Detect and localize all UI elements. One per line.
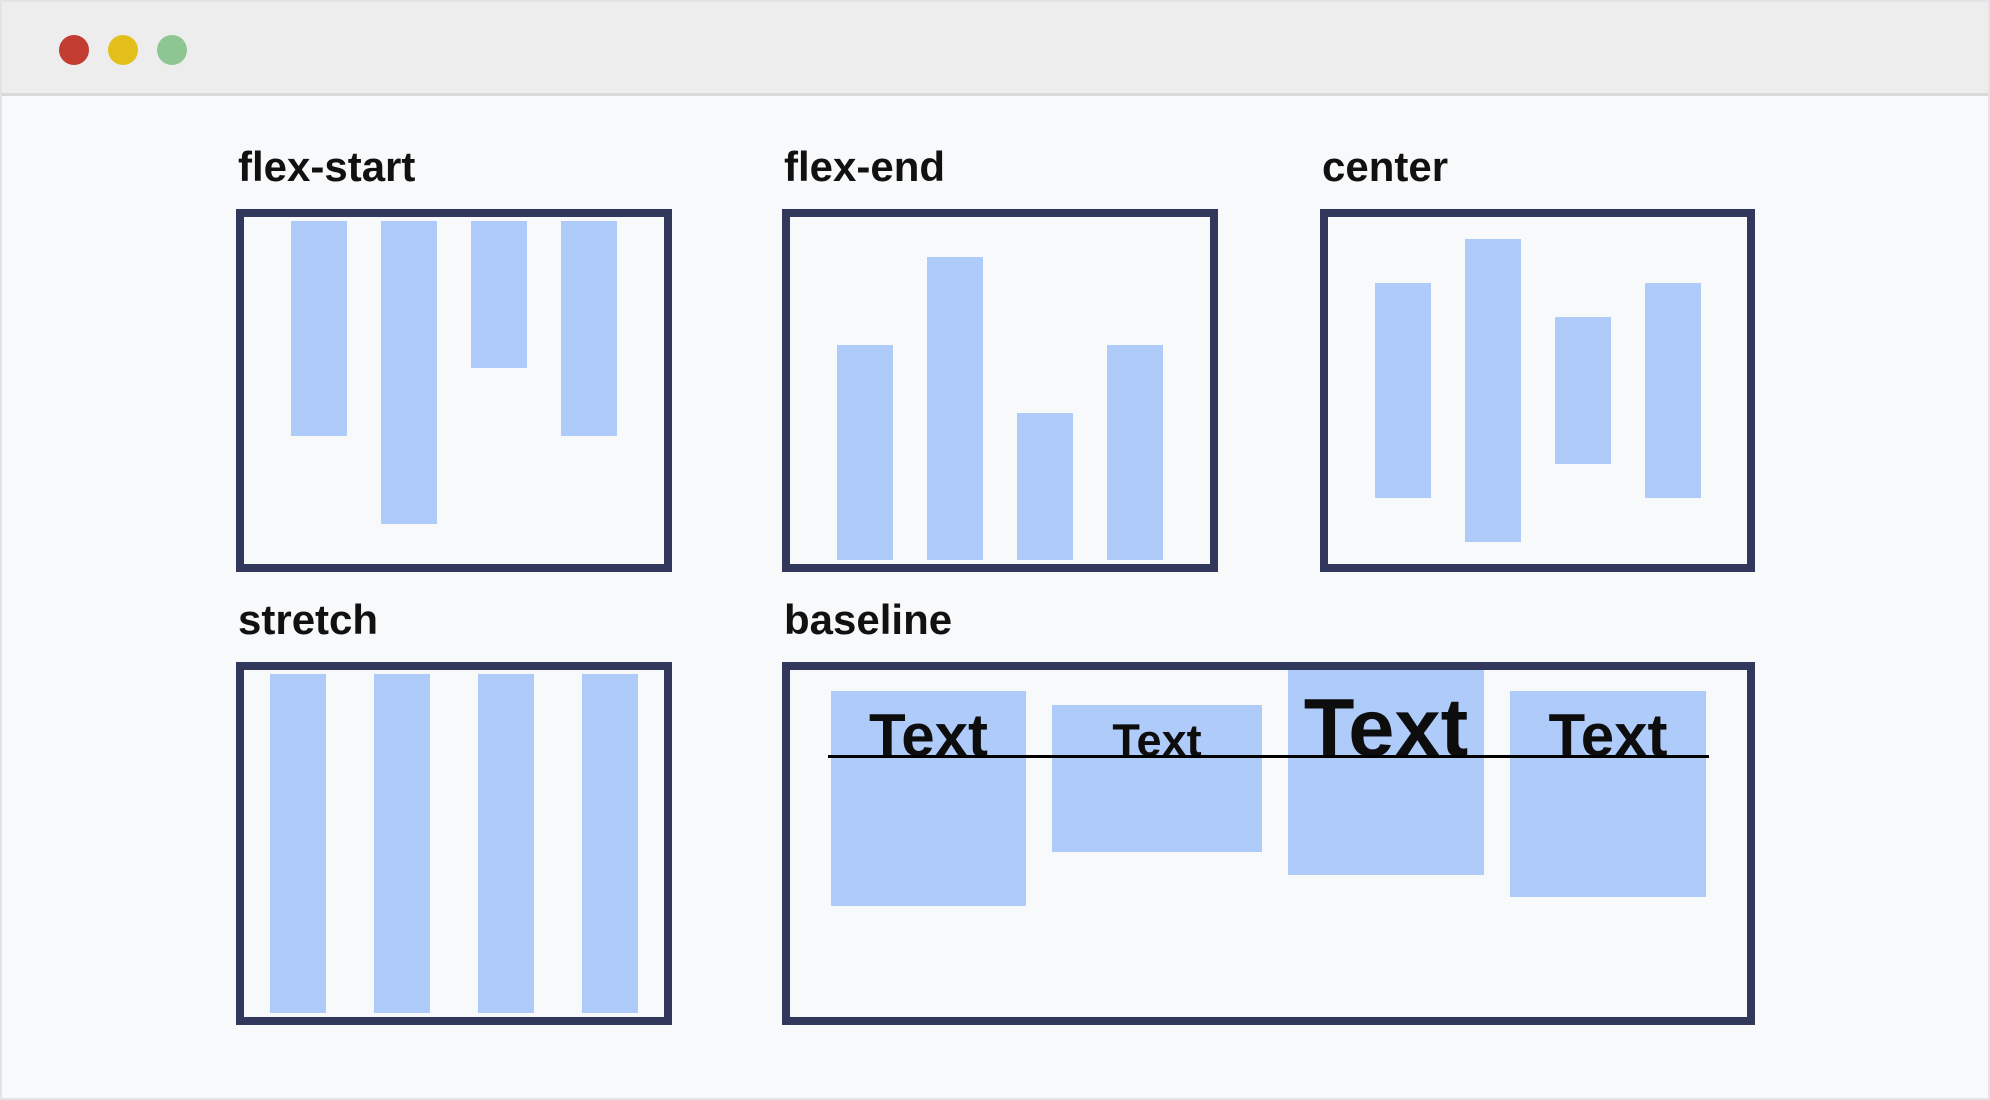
panel-label-flex-end: flex-end: [784, 143, 946, 190]
flex-item-text-box: Text: [1510, 691, 1706, 897]
flex-item-bar: [1374, 283, 1431, 498]
close-traffic-light-icon[interactable]: [59, 35, 89, 65]
panel-label-baseline: baseline: [784, 596, 953, 643]
flex-item-bar: [270, 674, 326, 1013]
example-flex-end: flex-end: [782, 143, 1218, 572]
panel-label-stretch: stretch: [238, 596, 379, 643]
flex-item-bar: [381, 221, 437, 524]
flex-item-bar: [837, 345, 893, 560]
example-flex-start: flex-start: [236, 143, 672, 572]
titlebar: [2, 2, 1988, 96]
flex-item-bar: [1554, 317, 1611, 464]
flex-item-bar: [471, 221, 527, 368]
flex-item-bar: [1107, 345, 1163, 560]
flex-item-bar: [291, 221, 347, 436]
example-center: center: [1320, 143, 1755, 572]
flex-item-bar: [1644, 283, 1701, 498]
example-stretch: stretch: [236, 596, 672, 1025]
flex-item-text-box: Text: [1288, 670, 1484, 875]
flex-container-flex-start: [236, 209, 672, 572]
flex-item-bar: [561, 221, 617, 436]
flex-container-stretch: [236, 662, 672, 1025]
flex-container-flex-end: [782, 209, 1218, 572]
flex-item-bar: [1464, 239, 1521, 542]
panel-label-flex-start: flex-start: [238, 143, 416, 190]
flex-item-bar: [478, 674, 534, 1013]
flex-item-bar: [374, 674, 430, 1013]
zoom-traffic-light-icon[interactable]: [157, 35, 187, 65]
flex-item-bar: [927, 257, 983, 560]
minimize-traffic-light-icon[interactable]: [108, 35, 138, 65]
flex-item-bar: [582, 674, 638, 1013]
flex-container-center: [1320, 209, 1755, 572]
flex-item-text-box: Text: [1052, 705, 1262, 852]
flex-item-text-box: Text: [831, 691, 1026, 906]
panel-label-center: center: [1322, 143, 1449, 190]
flex-item-bar: [1017, 413, 1073, 560]
